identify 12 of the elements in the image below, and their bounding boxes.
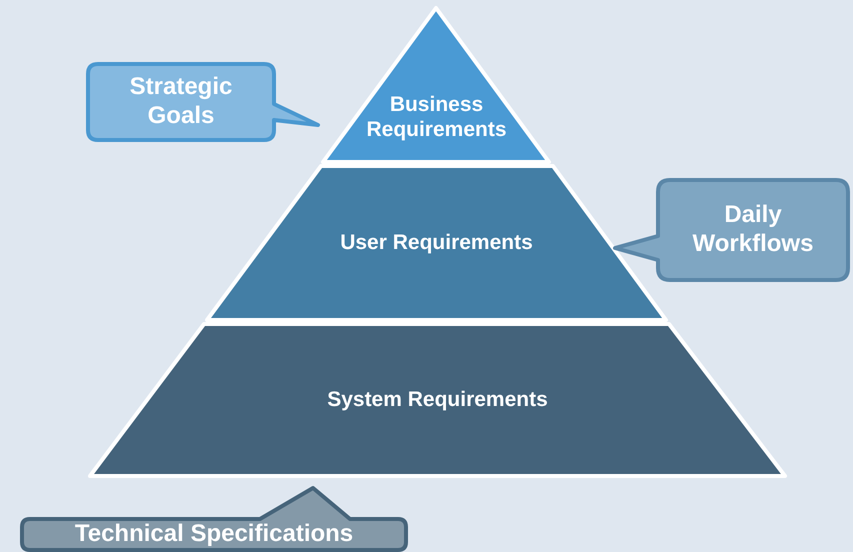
callout-bubble [613, 178, 850, 282]
callout-text: Technical Specifications [74, 519, 354, 550]
layer-label: Business Requirements [365, 92, 508, 143]
callout-bubble [20, 486, 408, 552]
pyramid-top-layer [319, 4, 554, 164]
pyramid-layer [203, 163, 670, 323]
pyramid-layer [86, 321, 789, 479]
callout-bubble [86, 62, 320, 142]
callout-text: Strategic Goals [128, 72, 234, 131]
layer-label: System Requirements [326, 387, 549, 414]
layer-label: User Requirements [339, 230, 534, 256]
callout-text: Daily Workflows [692, 200, 814, 259]
